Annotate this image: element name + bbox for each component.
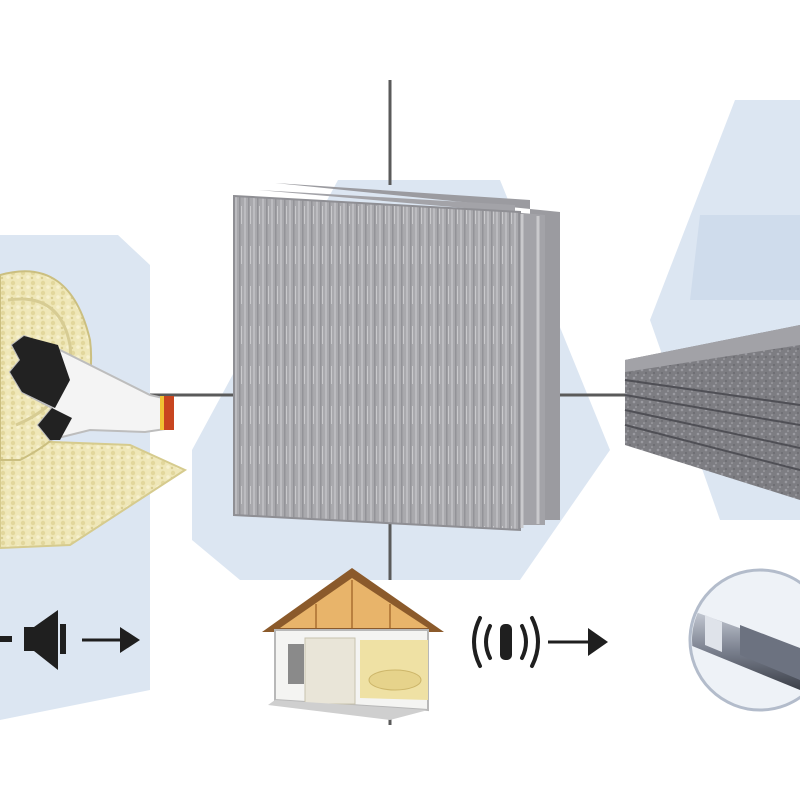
foam-board-stack xyxy=(624,325,800,500)
mineral-wool-roll xyxy=(0,270,188,550)
arrow-right-icon xyxy=(82,627,140,653)
gloved-hand-icon xyxy=(8,334,174,442)
vibration-waves-icon xyxy=(472,616,540,668)
arrow-right-icon xyxy=(548,628,608,656)
stone-wool-panel-stack xyxy=(233,183,560,532)
pipe-insulation-detail xyxy=(688,568,800,712)
insulated-house-cutaway xyxy=(262,568,444,720)
speaker-icon xyxy=(0,610,66,670)
